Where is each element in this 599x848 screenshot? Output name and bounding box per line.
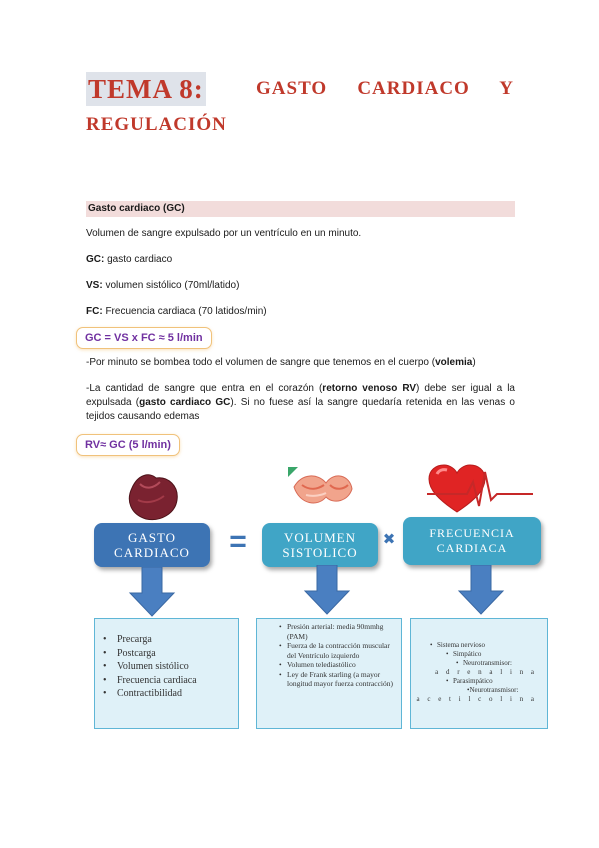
vs-definition: VS: volumen sistólico (70ml/latido) [86,279,515,293]
section-heading: Gasto cardiaco (GC) [86,201,515,217]
down-arrow-icon [128,567,176,617]
gasto-cardiaco-box: GASTO CARDIACO [94,523,210,567]
volemia-pre: -Por minuto se bombea todo el volumen de… [86,357,436,368]
list-item: Simpático [411,650,543,659]
muscle-tissue-image [288,467,353,504]
list-item: Contractibilidad [117,687,238,701]
frecuencia-cardiaca-box: FRECUENCIA CARDIACA [403,517,541,565]
fc-def: Frecuencia cardiaca (70 latidos/min) [105,306,267,317]
title-line-2: REGULACIÓN [86,114,227,135]
frecuencia-label-1: FRECUENCIA [429,526,515,540]
volumen-factors-box: Presión arterial: media 90mmhg (PAM) Fue… [256,618,402,729]
heart-rate-image [427,464,533,513]
title-number: TEMA 8: [86,72,206,106]
rv-text-1: -La cantidad de sangre que entra en el c… [86,383,323,394]
multiply-sign: ✖ [382,531,396,548]
formula-gc: GC = VS x FC ≈ 5 l/min [76,327,212,349]
list-item-value: a d r e n a l i n a [435,668,537,676]
fc-definition: FC: Frecuencia cardiaca (70 latidos/min) [86,305,515,319]
gc-term: GC: [86,254,105,265]
gc-def: gasto cardiaco [107,254,173,265]
list-item: Fuerza de la contracción muscular del Ve… [287,641,397,660]
gasto-label-2: CARDIACO [114,545,190,560]
list-item: Neurotransmisor: [411,659,543,668]
fc-term: FC: [86,306,103,317]
list-item: Presión arterial: media 90mmhg (PAM) [287,622,397,641]
volumen-label-1: VOLUMEN [284,530,356,545]
list-item: Frecuencia cardiaca [117,674,238,688]
gc-definition: GC: gasto cardiaco [86,253,515,267]
vs-term: VS: [86,280,103,291]
volumen-sistolico-box: VOLUMEN SISTOLICO [262,523,378,567]
list-item: Volumen telediastólico [287,660,397,670]
list-item: •Neurotransmisor: [467,686,519,694]
gasto-label-1: GASTO [127,530,177,545]
list-item: Volumen sistólico [117,660,238,674]
volemia-text: -Por minuto se bombea todo el volumen de… [86,356,515,370]
page-title: TEMA 8: GASTO CARDIACO Y [86,72,514,112]
title-text: GASTO CARDIACO Y [256,78,514,99]
retorno-venoso-text: -La cantidad de sangre que entra en el c… [86,382,515,424]
list-item: Precarga [117,633,238,647]
volemia-post: ) [472,357,476,368]
frecuencia-label-2: CARDIACA [436,541,508,555]
gc-term-2: gasto cardiaco GC [139,397,231,408]
down-arrow-icon [303,565,351,615]
volemia-term: volemia [435,357,473,368]
gasto-factors-box: Precarga Postcarga Volumen sistólico Fre… [94,618,239,729]
heart-organ-image [128,474,178,521]
equals-sign: = [229,525,247,558]
volumen-label-2: SISTOLICO [282,545,358,560]
list-item: Parasimpático [411,677,543,686]
formula-rv: RV≈ GC (5 l/min) [76,434,180,456]
list-item-value: a c e t i l c o l i n a [416,695,537,703]
rv-text-2: ) debe ser igual a la expulsada ( [86,383,515,408]
list-item: Postcarga [117,647,238,661]
down-arrow-icon [457,565,505,615]
rv-term: retorno venoso RV [322,383,417,394]
vs-def: volumen sistólico (70ml/latido) [105,280,240,291]
list-item: Sistema nervioso [411,641,543,650]
list-item: Ley de Frank starling (a mayor longitud … [287,670,397,689]
frecuencia-factors-box: Sistema nervioso Simpático Neurotransmis… [410,618,548,729]
definition-text: Volumen de sangre expulsado por un ventr… [86,228,362,239]
rv-text-3: ). Si no fuese así la sangre quedaría re… [86,397,515,422]
